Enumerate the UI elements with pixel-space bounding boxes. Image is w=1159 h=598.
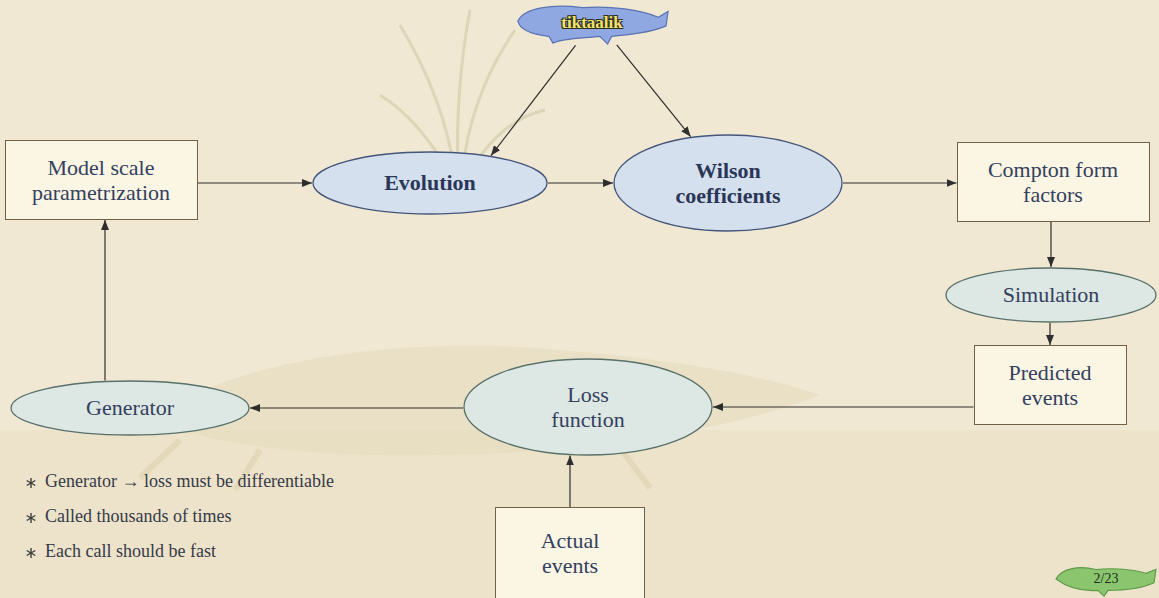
flow-arrow xyxy=(843,182,957,183)
process-ellipse: Wilson coefficients xyxy=(613,134,843,232)
flow-arrow xyxy=(617,45,691,137)
flow-arrow xyxy=(104,220,105,381)
node-text: Model scale parametrization xyxy=(11,155,191,206)
flow-arrow xyxy=(198,182,313,183)
flow-arrow xyxy=(713,406,974,407)
data-box: Predicted events xyxy=(974,345,1127,425)
node-text: Evolution xyxy=(384,170,476,195)
data-box: Compton form factors xyxy=(957,142,1150,222)
node-text: Simulation xyxy=(1003,282,1100,307)
flow-arrow xyxy=(548,182,613,183)
creature-shape xyxy=(1056,568,1156,596)
process-ellipse: Generator xyxy=(10,380,250,436)
note-text: Generator → loss must be differentiable xyxy=(45,471,334,493)
flow-arrow xyxy=(569,455,570,507)
ellipse-shape xyxy=(614,135,842,231)
ellipse-shape xyxy=(11,381,249,435)
node-text: Generator xyxy=(86,395,174,420)
node-text: Predicted events xyxy=(990,360,1110,411)
node-text: Wilson coefficients xyxy=(648,158,808,209)
plant-drawing xyxy=(380,10,545,175)
flow-arrow xyxy=(491,45,576,155)
ellipse-shape xyxy=(464,359,712,455)
node-text: Loss function xyxy=(533,382,643,433)
data-box: Actual events xyxy=(495,507,645,598)
process-ellipse: Evolution xyxy=(312,151,548,215)
node-text: 2/23 xyxy=(1094,571,1119,587)
process-ellipse: Simulation xyxy=(945,267,1157,323)
node-text: Actual events xyxy=(510,528,630,579)
note-text: Called thousands of times xyxy=(45,506,231,528)
creature-shape xyxy=(518,6,668,44)
ellipse-shape xyxy=(313,152,547,214)
node-text: tiktaalik xyxy=(561,13,622,33)
flow-arrow xyxy=(1050,222,1051,267)
process-box: Model scale parametrization xyxy=(5,140,198,220)
process-ellipse: Loss function xyxy=(463,358,713,456)
bullet-symbols xyxy=(27,478,36,558)
note-text: Each call should be fast xyxy=(45,541,216,563)
flow-arrow xyxy=(250,407,463,408)
page-number-badge: 2/23 xyxy=(1054,560,1158,598)
node-text: Compton form factors xyxy=(978,157,1128,208)
flow-arrow xyxy=(1049,323,1050,345)
tiktaalik-badge: tiktaalik xyxy=(514,0,670,46)
fossil-fish-drawing xyxy=(150,346,820,456)
ellipse-shape xyxy=(946,268,1156,322)
